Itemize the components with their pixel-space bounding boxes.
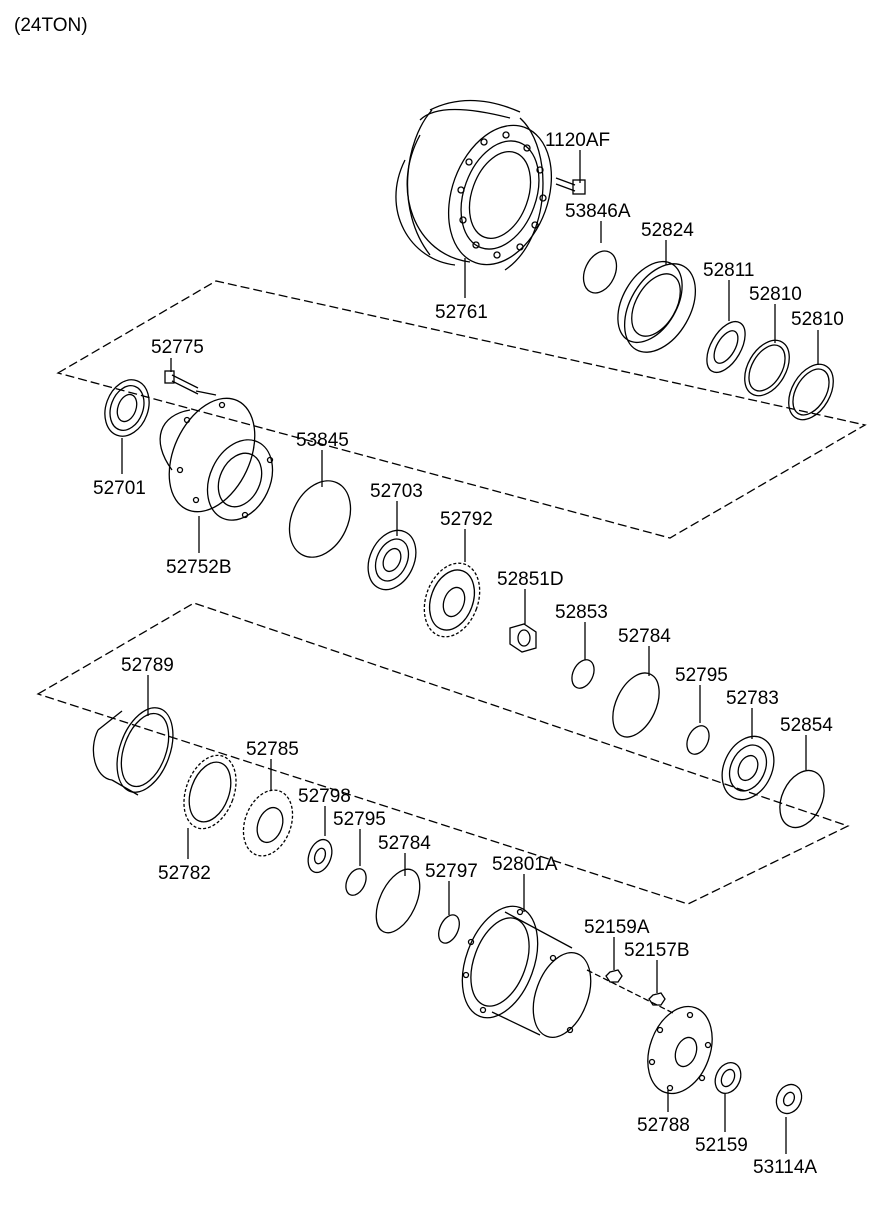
- part-label[interactable]: 52792: [440, 509, 493, 530]
- part-label[interactable]: 52853: [555, 602, 608, 623]
- cover-icon[interactable]: [636, 997, 723, 1102]
- part-label[interactable]: 52159A: [584, 917, 650, 938]
- part-label[interactable]: 1120AF: [545, 130, 611, 151]
- part-label[interactable]: 52801A: [492, 854, 558, 875]
- part-label[interactable]: 52784: [618, 626, 671, 647]
- nut-icon[interactable]: [605, 969, 623, 983]
- seal-ring-icon[interactable]: [780, 357, 843, 428]
- ring-icon[interactable]: [605, 250, 710, 364]
- part-label[interactable]: 52824: [641, 220, 694, 241]
- o-ring-icon[interactable]: [278, 471, 363, 567]
- part-label[interactable]: 52782: [158, 863, 211, 884]
- part-label[interactable]: 53114A: [753, 1157, 818, 1178]
- diagram-title: (24TON): [14, 15, 88, 36]
- part-label[interactable]: 52797: [425, 861, 478, 882]
- part-label[interactable]: 52157B: [624, 940, 690, 961]
- needle-bearing-icon[interactable]: [304, 836, 336, 875]
- planet-carrier-icon[interactable]: [448, 896, 601, 1045]
- thrust-washer-icon[interactable]: [342, 866, 370, 899]
- part-label[interactable]: 52159: [695, 1135, 748, 1156]
- internal-gear-icon[interactable]: [174, 748, 245, 836]
- part-label[interactable]: 52810: [749, 284, 802, 305]
- group-outline-upper: [56, 280, 867, 539]
- snap-ring-icon[interactable]: [771, 763, 833, 834]
- part-label[interactable]: 52784: [378, 833, 431, 854]
- part-label[interactable]: 52854: [780, 715, 833, 736]
- bearing-icon[interactable]: [97, 374, 156, 443]
- brake-drum-icon[interactable]: [395, 99, 570, 279]
- bolt-icon[interactable]: [555, 177, 586, 195]
- o-ring-icon[interactable]: [604, 666, 669, 745]
- thrust-washer-icon[interactable]: [683, 722, 714, 758]
- part-label[interactable]: 52761: [435, 302, 488, 323]
- part-label[interactable]: 53846A: [565, 201, 631, 222]
- o-ring-icon[interactable]: [367, 863, 428, 940]
- nut-icon[interactable]: [648, 992, 666, 1006]
- part-label[interactable]: 52798: [298, 786, 351, 807]
- part-label[interactable]: 52788: [637, 1115, 690, 1136]
- lock-nut-icon[interactable]: [509, 623, 537, 653]
- part-label[interactable]: 52810: [791, 309, 844, 330]
- stud-bolt-icon[interactable]: [164, 370, 199, 395]
- sun-gear-icon[interactable]: [415, 555, 490, 644]
- wheel-hub-icon[interactable]: [152, 385, 285, 531]
- bearing-icon[interactable]: [712, 728, 783, 808]
- part-label[interactable]: 53845: [296, 430, 349, 451]
- seal-ring-icon[interactable]: [736, 333, 799, 404]
- part-label[interactable]: 52701: [93, 478, 146, 499]
- plug-icon[interactable]: [772, 1080, 806, 1117]
- group-outline-lower: [36, 602, 850, 905]
- ring-gear-icon[interactable]: [92, 700, 183, 800]
- bearing-icon[interactable]: [359, 523, 425, 598]
- seal-icon[interactable]: [699, 315, 753, 378]
- part-label[interactable]: 52811: [703, 260, 755, 281]
- o-ring-icon[interactable]: [577, 246, 623, 299]
- planet-gear-icon[interactable]: [235, 783, 301, 863]
- leader-lines: [121, 150, 819, 1154]
- part-label[interactable]: 52789: [121, 655, 174, 676]
- washer-icon[interactable]: [568, 656, 599, 692]
- part-label[interactable]: 52752B: [166, 557, 232, 578]
- part-label[interactable]: 52851D: [497, 569, 564, 590]
- part-label[interactable]: 52795: [333, 809, 386, 830]
- part-label[interactable]: 52783: [726, 688, 779, 709]
- part-label[interactable]: 52703: [370, 481, 423, 502]
- part-label[interactable]: 52785: [246, 739, 299, 760]
- snap-ring-icon[interactable]: [435, 912, 464, 947]
- part-label[interactable]: 52795: [675, 665, 728, 686]
- part-label[interactable]: 52775: [151, 337, 204, 358]
- bushing-icon[interactable]: [710, 1058, 745, 1097]
